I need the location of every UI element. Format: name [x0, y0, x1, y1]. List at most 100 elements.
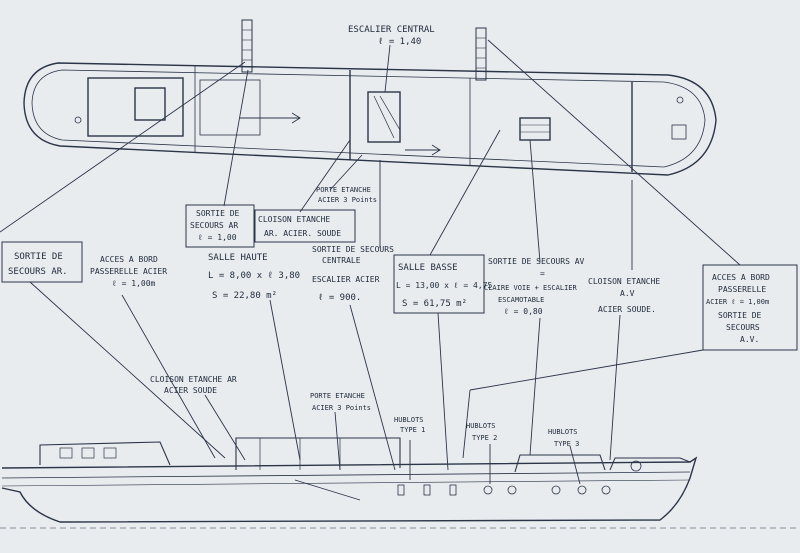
stern-window-3 [103, 447, 117, 459]
gangway-ar-plan [241, 19, 253, 73]
sheer-line-elevation [1, 479, 691, 487]
forward-cabin-elevation [514, 454, 606, 473]
label-sortie-secours-ar-left-1: SORTIE DE [14, 252, 63, 262]
deck-line-elevation [1, 471, 691, 479]
label-acces-bord-av-2: PASSERELLE [718, 285, 766, 294]
leader-acces-bord-av-low [469, 349, 704, 391]
label-sortie-secours-av-5: ℓ = 0,80 [504, 307, 543, 316]
label-cloison-etanche-av-2: A.V [620, 289, 635, 298]
leader-sortie-av-plan [529, 139, 541, 263]
label-salle-haute-3: S = 22,80 m² [212, 291, 277, 301]
bow-fitting-plan [671, 124, 687, 140]
label-escalier-acier-2: ℓ = 900. [318, 293, 361, 303]
leader-escalier-acier [349, 304, 396, 471]
hull-outline-elevation [1, 456, 698, 523]
label-porte-etanche-bottom-1: PORTE ETANCHE [310, 392, 365, 400]
stair-diagonal-1 [373, 95, 395, 139]
label-escalier-central-2: ℓ = 1,40 [378, 37, 421, 47]
plan-view [23, 19, 717, 176]
flow-arrow-2-plan [405, 144, 441, 156]
label-hublots-2-2: TYPE 2 [472, 434, 497, 442]
bollard-2-plan [676, 96, 684, 104]
porthole-type1-3 [449, 484, 457, 496]
flow-arrow-1-plan [240, 112, 301, 124]
leader-porte-etanche [329, 154, 363, 191]
hull-outline-plan [23, 62, 717, 176]
label-sortie-secours-ar-top-3: ℓ = 1,00 [198, 233, 237, 242]
bow-winch-elevation [630, 460, 642, 472]
bollard-1-plan [74, 116, 82, 124]
porthole-type1-1 [397, 484, 405, 496]
leader-cloison-ar-bottom [204, 394, 246, 461]
label-escalier-acier-1: ESCALIER ACIER [312, 275, 380, 284]
label-acces-bord-av-5: SECOURS [726, 323, 760, 332]
label-sortie-secours-av-3: CLAIRE VOIE + ESCALIER [484, 284, 578, 292]
label-sortie-secours-ar-left-2: SECOURS AR. [8, 267, 68, 277]
label-sortie-secours-av-4: ESCAMOTABLE [498, 296, 544, 304]
stern-hatch-plan [134, 87, 166, 121]
leader-cloison-av [609, 314, 621, 461]
porthole-type3-1 [551, 485, 561, 495]
central-stair-plan [367, 91, 401, 143]
label-acces-bord-av-1: ACCES A BORD [712, 273, 770, 282]
label-salle-haute-1: SALLE HAUTE [208, 253, 268, 263]
label-salle-basse-2: L = 13,00 x ℓ = 4,75 [396, 281, 492, 290]
label-hublots-1-2: TYPE 1 [400, 426, 425, 434]
porthole-type1-2 [423, 484, 431, 496]
label-sortie-secours-centrale-1: SORTIE DE SECOURS [312, 245, 394, 254]
label-acces-bord-av-6: A.V. [740, 335, 759, 344]
salle-haute-room-plan [199, 79, 261, 136]
label-boxes [1, 204, 798, 351]
label-salle-basse-3: S = 61,75 m² [402, 299, 467, 309]
wheelhouse-elevation [235, 437, 401, 470]
porthole-type3-2 [577, 485, 587, 495]
leader-sortie-ar-left [29, 281, 226, 459]
label-sortie-secours-av-2: = [540, 269, 545, 278]
box-salle-basse [393, 254, 485, 314]
label-acces-bord-av-4: SORTIE DE [718, 311, 762, 320]
stair-elevation [294, 479, 361, 501]
stair-diagonal-2 [379, 95, 401, 131]
hull-inner-line-plan [31, 69, 706, 168]
box-acces-bord-av [702, 264, 798, 351]
leader-sortie-ar [0, 61, 246, 233]
leader-acces-bord-av [487, 39, 741, 266]
label-sortie-secours-ar-top-1: SORTIE DE [196, 209, 240, 218]
leader-sortie-ar-top [223, 69, 249, 207]
porthole-type2-2 [507, 485, 517, 495]
leader-salle-haute [269, 299, 301, 461]
leader-salle-basse-plan [429, 129, 501, 256]
label-porte-etanche-bottom-2: ACIER 3 Points [312, 404, 371, 412]
label-salle-haute-2: L = 8,00 x ℓ 3,80 [208, 271, 300, 281]
label-hublots-3-1: HUBLOTS [548, 428, 578, 436]
leader-sortie-av [529, 317, 541, 456]
label-sortie-secours-ar-top-2: SECOURS AR [190, 221, 238, 230]
label-hublots-3-2: TYPE 3 [554, 440, 579, 448]
label-porte-etanche-top-2: ACIER 3 Points [318, 196, 377, 204]
stern-window-1 [59, 447, 73, 459]
leader-escalier-central [384, 44, 391, 93]
bow-deck-elevation [609, 457, 691, 471]
gangway-av-plan [475, 27, 487, 81]
stern-deckhouse-plan [87, 77, 184, 137]
leader-acces-bord-ar [121, 294, 216, 459]
leader-salle-basse [437, 312, 449, 471]
label-acces-bord-ar-3: ℓ = 1,00m [112, 279, 156, 288]
label-porte-etanche-top-1: PORTE ETANCHE [316, 186, 371, 194]
label-acces-bord-ar-1: ACCES A BORD [100, 255, 158, 264]
label-cloison-etanche-av-1: CLOISON ETANCHE [588, 277, 660, 286]
label-sortie-secours-centrale-2: CENTRALE [322, 256, 361, 265]
leader-acces-bord-av-low-2 [462, 389, 471, 459]
label-sortie-secours-av-1: SORTIE DE SECOURS AV [488, 257, 585, 266]
stern-cabin-elevation [39, 441, 171, 466]
leader-hublots-3 [569, 445, 581, 485]
leader-cloison-ar [299, 139, 351, 213]
label-cloison-etanche-ar-top-1: CLOISON ETANCHE [258, 215, 330, 224]
label-salle-basse-1: SALLE BASSE [398, 263, 458, 273]
leader-porte-etanche-bottom [334, 411, 341, 471]
leader-lines [0, 39, 741, 485]
elevation-view [0, 437, 800, 529]
forward-hatch-plan [519, 117, 551, 141]
